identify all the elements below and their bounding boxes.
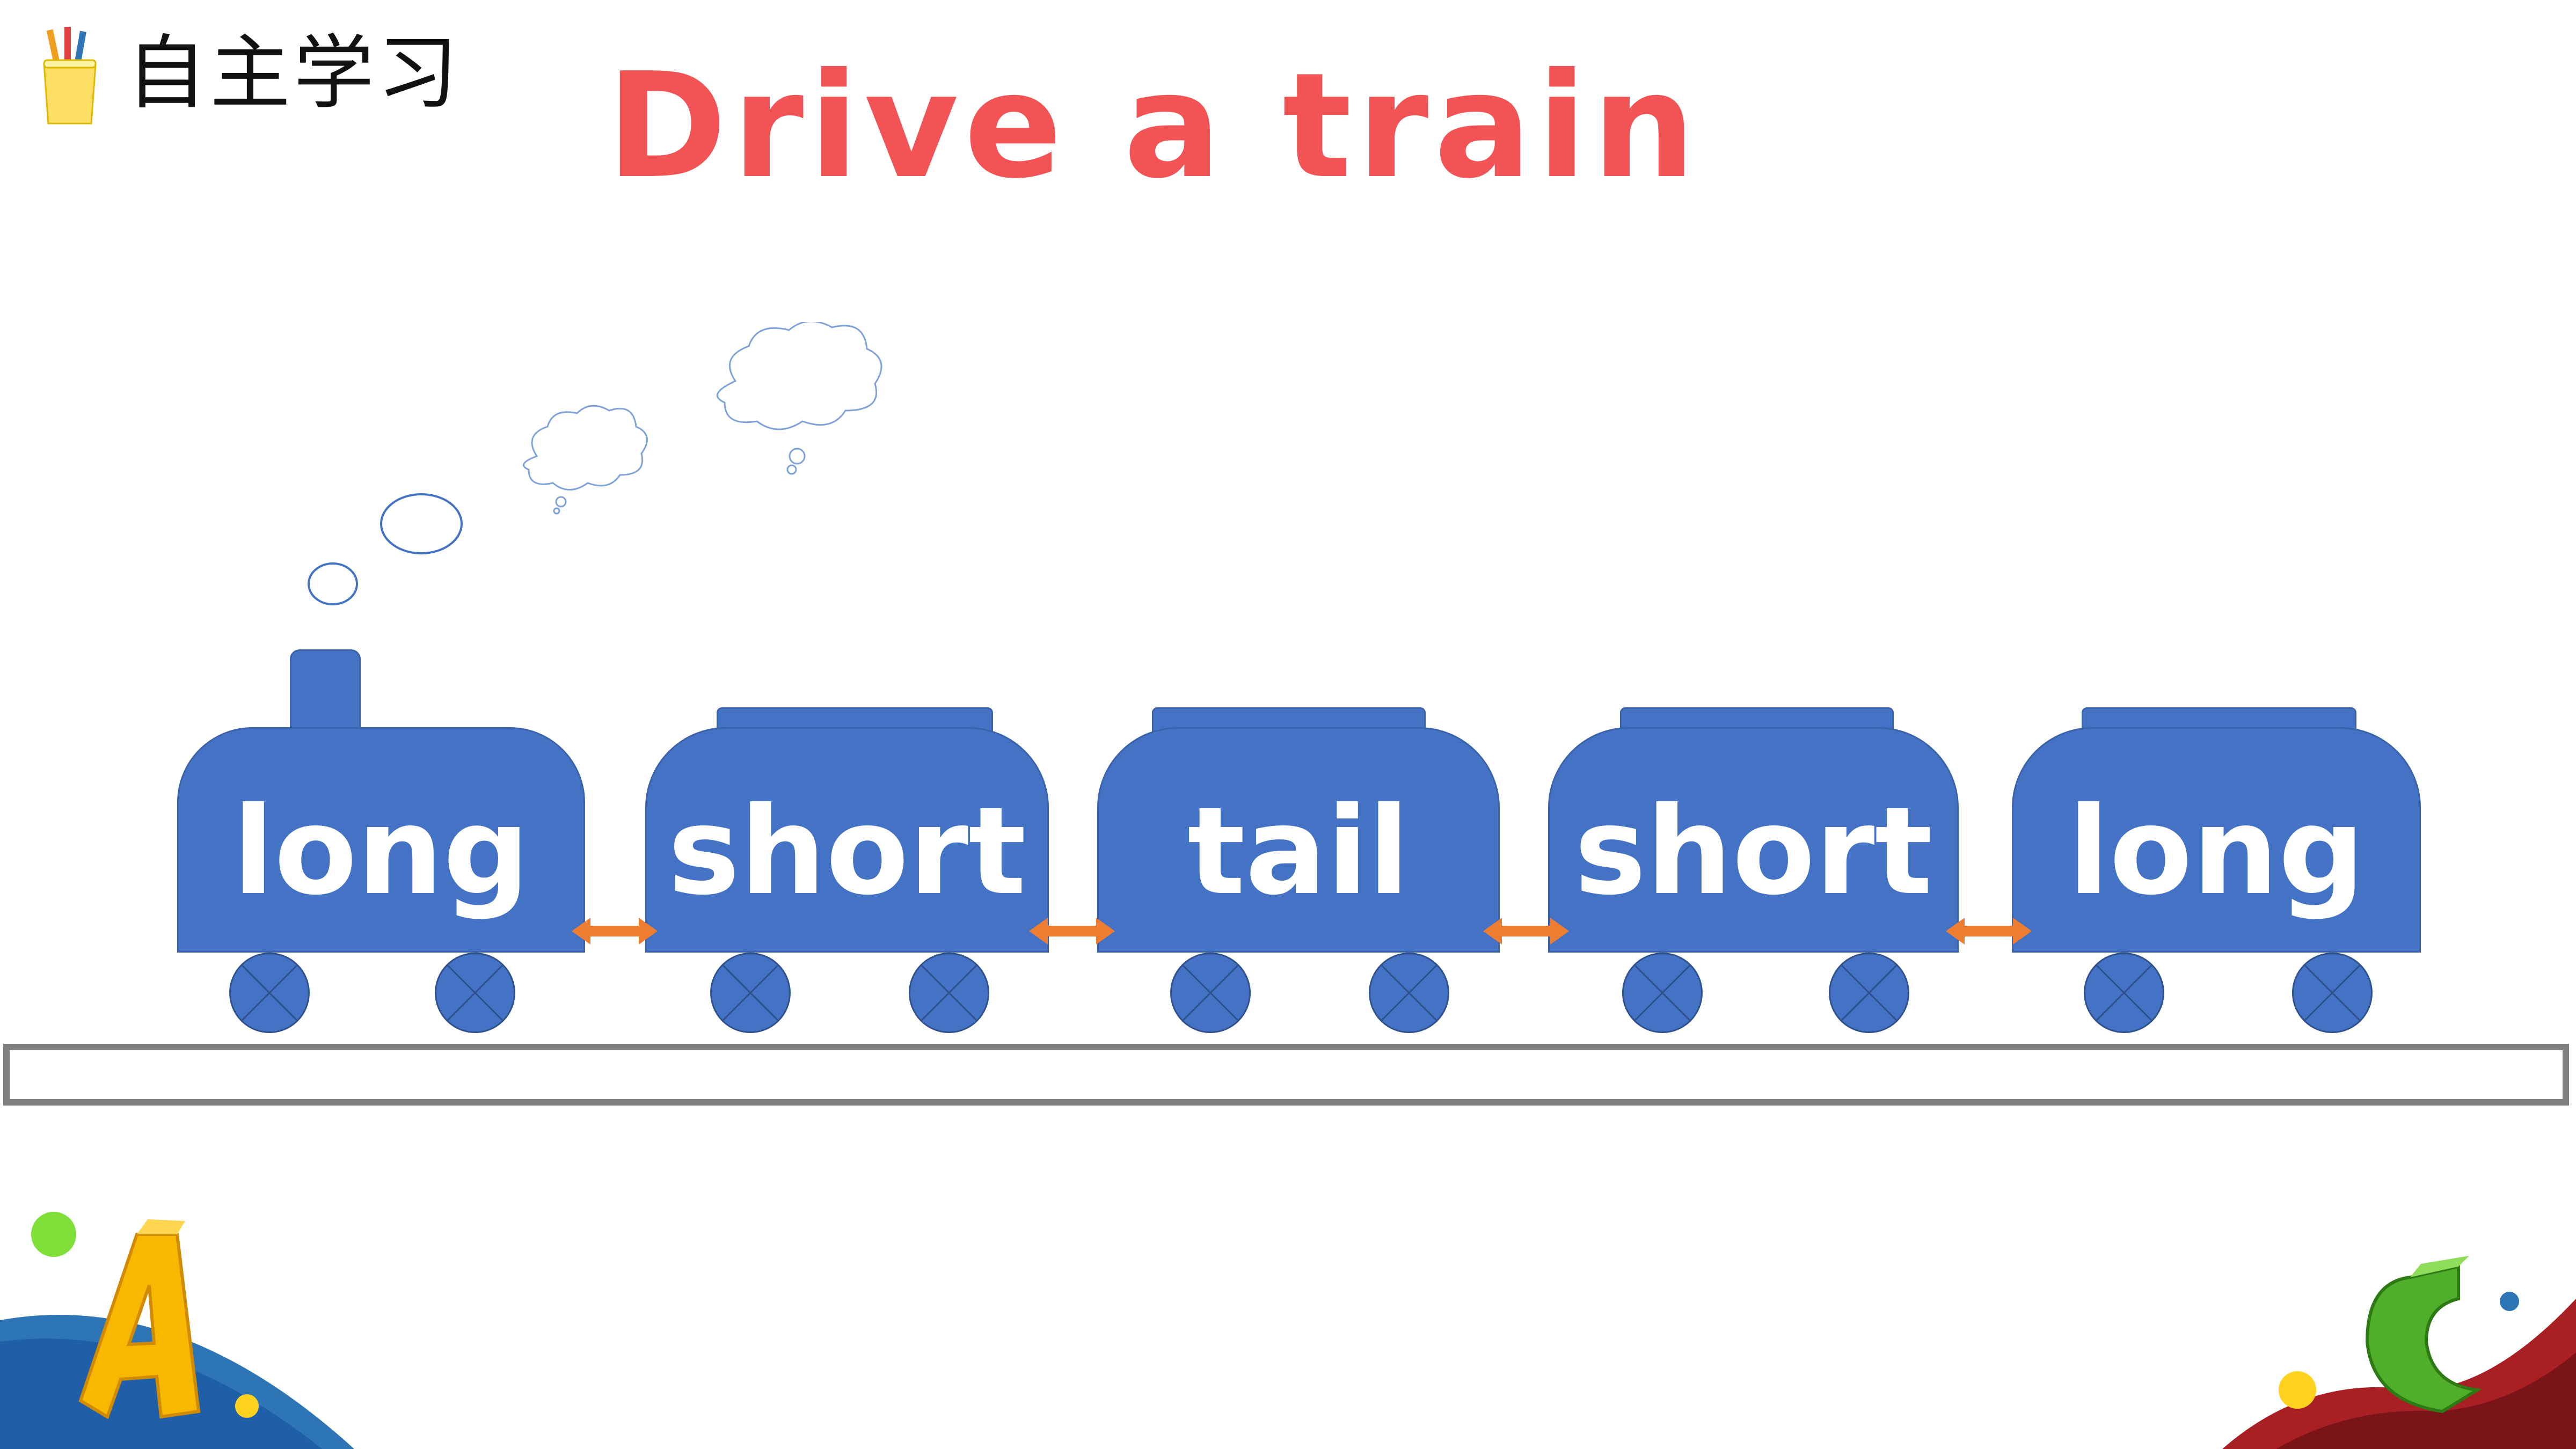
wheel: [2084, 953, 2164, 1033]
section-label: 自主学习: [126, 27, 462, 120]
smoke-clouds: [308, 322, 882, 605]
train-engine: [177, 727, 585, 953]
wheel: [435, 953, 515, 1033]
wheel: [710, 953, 791, 1033]
wheel: [2292, 953, 2373, 1033]
pencil-cup-icon: [38, 27, 102, 129]
wheel: [1369, 953, 1449, 1033]
wheel: [229, 953, 310, 1033]
page-title: Drive a train: [607, 41, 1701, 210]
train-car: [2012, 727, 2421, 953]
wheel: [909, 953, 989, 1033]
wheel: [1622, 953, 1703, 1033]
double-arrow-icon: [1483, 918, 1569, 945]
double-arrow-icon: [572, 918, 658, 945]
double-arrow-icon: [1946, 918, 2032, 945]
wheel: [1829, 953, 1909, 1033]
engine-word: long: [232, 781, 530, 922]
car-word: tail: [1187, 781, 1410, 922]
wheel: [1170, 953, 1251, 1033]
car-word: short: [1574, 781, 1933, 922]
car-word: short: [668, 781, 1026, 922]
letter-c-icon: [2222, 1256, 2576, 1449]
train-car: [1548, 727, 1959, 953]
rail-track: [3, 1044, 2569, 1106]
train-car: [645, 727, 1049, 953]
letter-a-icon: [0, 1212, 354, 1449]
car-word: long: [2068, 781, 2365, 922]
double-arrow-icon: [1029, 918, 1115, 945]
train-car: [1097, 727, 1500, 953]
